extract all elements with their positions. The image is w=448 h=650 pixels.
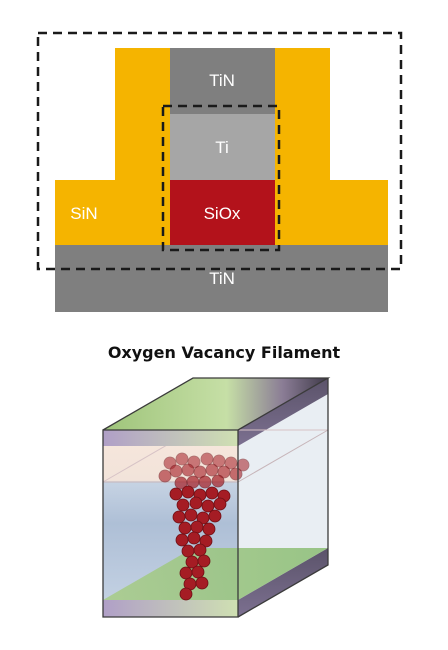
oxygen-vacancy — [184, 508, 198, 522]
oxygen-vacancy — [236, 458, 250, 472]
oxygen-vacancy — [197, 554, 211, 568]
oxygen-vacancy — [205, 463, 219, 477]
oxygen-vacancy — [202, 522, 216, 536]
siox-layer — [170, 180, 275, 245]
side-interface-line — [237, 429, 329, 483]
oxygen-vacancy — [205, 486, 219, 500]
oxygen-vacancy — [198, 475, 212, 489]
sin-layer — [55, 48, 388, 245]
oxygen-vacancy — [213, 497, 227, 511]
oxygen-vacancy — [190, 520, 204, 534]
oxygen-vacancy — [187, 531, 201, 545]
sin-label: SiN — [70, 204, 97, 223]
tin-bottom-layer — [55, 245, 388, 312]
oxygen-vacancy-cluster — [158, 452, 250, 601]
inner-dashed-region — [161, 104, 281, 252]
oxygen-vacancy — [191, 565, 205, 579]
oxygen-vacancy — [181, 463, 195, 477]
block-outline — [102, 377, 331, 618]
bottom-electrode-top-surface — [103, 548, 328, 600]
oxygen-vacancy — [189, 496, 203, 510]
device-cross-section: TiN Ti SiOx SiN TiN — [36, 31, 403, 312]
block-top-face — [103, 378, 328, 430]
oxygen-vacancy — [178, 521, 192, 535]
oxygen-vacancy — [176, 498, 190, 512]
ti-label: Ti — [215, 138, 229, 157]
oxygen-vacancy — [208, 509, 222, 523]
oxygen-vacancy — [200, 452, 214, 466]
oxygen-vacancy — [179, 566, 193, 580]
tin-bottom-label: TiN — [209, 269, 235, 288]
side-top-electrode — [238, 378, 328, 446]
oxygen-vacancy — [175, 452, 189, 466]
oxygen-vacancy — [229, 467, 243, 481]
outer-dashed-region — [36, 31, 403, 271]
side-bottom-electrode — [238, 548, 328, 617]
filament-block-3d — [102, 377, 331, 618]
oxygen-vacancy — [169, 464, 183, 478]
oxygen-vacancy — [181, 485, 195, 499]
tin-top-layer — [170, 48, 275, 114]
filament-title: Oxygen Vacancy Filament — [107, 343, 341, 362]
oxygen-vacancy — [195, 576, 209, 590]
oxygen-vacancy — [193, 543, 207, 557]
oxygen-vacancy — [158, 469, 172, 483]
oxygen-vacancy — [169, 487, 183, 501]
ti-layer — [170, 114, 275, 180]
oxygen-vacancy — [174, 476, 188, 490]
oxygen-vacancy — [199, 534, 213, 548]
oxygen-vacancy — [201, 499, 215, 513]
oxygen-vacancy — [211, 474, 225, 488]
oxygen-vacancy — [172, 510, 186, 524]
oxygen-vacancy — [175, 533, 189, 547]
siox-label: SiOx — [204, 204, 241, 223]
oxygen-vacancy — [179, 587, 193, 601]
front-top-electrode — [103, 430, 238, 446]
oxygen-vacancy — [181, 544, 195, 558]
front-bottom-electrode — [103, 600, 238, 617]
tin-top-label: TiN — [209, 71, 235, 90]
